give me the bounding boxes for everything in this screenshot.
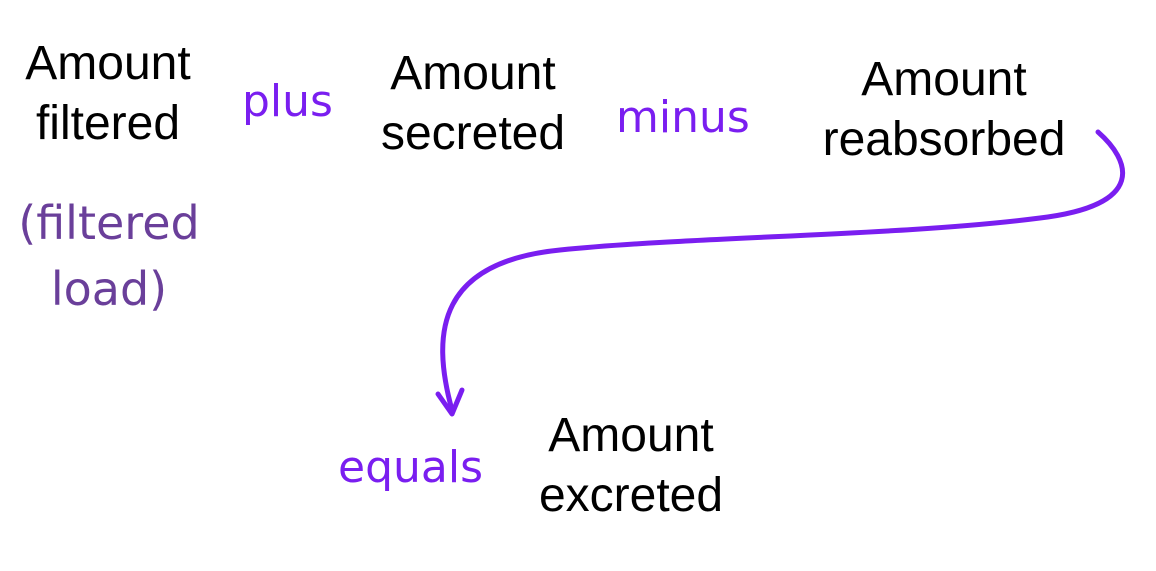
term-line: filtered [35,97,181,150]
term-amount-excreted: Amount excreted [518,406,744,526]
term-line: reabsorbed [822,113,1066,166]
term-line: Amount [25,37,191,90]
term-amount-reabsorbed: Amount reabsorbed [800,50,1088,170]
term-line: Amount [861,53,1027,106]
term-line: secreted [380,107,566,160]
note-line: (filtered [18,196,200,250]
operator-minus: minus [616,92,750,143]
note-line: load) [50,262,168,316]
arrow-head [435,387,465,417]
term-line: Amount [548,409,714,462]
term-amount-secreted: Amount secreted [364,44,582,164]
curved-arrow-line [440,129,1126,413]
term-line: Amount [390,47,556,100]
filtered-load-note: (filtered load) [0,190,218,322]
operator-equals: equals [338,442,483,493]
operator-plus: plus [242,76,333,127]
term-amount-filtered: Amount filtered [0,34,216,154]
term-line: excreted [538,469,724,522]
